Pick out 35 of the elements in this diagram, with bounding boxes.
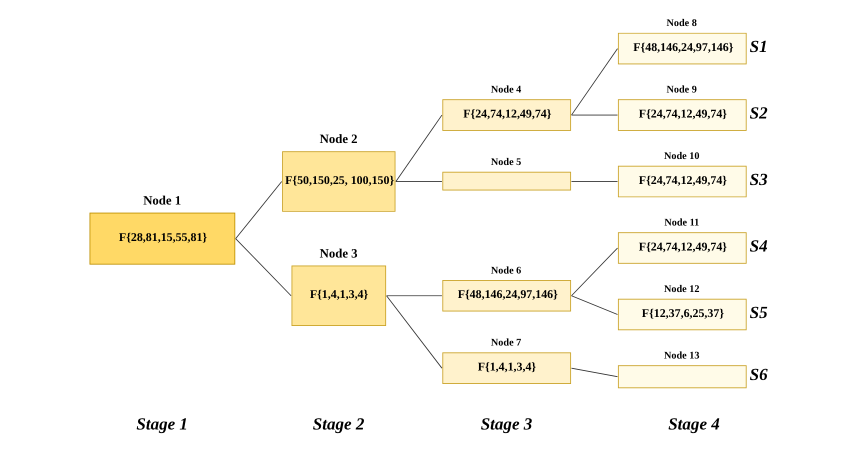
label: Stage 2	[312, 414, 364, 434]
connector	[570, 114, 618, 116]
connector	[570, 368, 618, 378]
node-label: Node 12	[663, 284, 699, 295]
connector	[570, 295, 618, 315]
node-label: Node 9	[666, 84, 696, 96]
node-label: S4	[749, 236, 768, 256]
label: Stage 4	[668, 414, 720, 434]
node-label: S5	[749, 302, 768, 322]
connector	[570, 181, 618, 182]
connector	[234, 181, 282, 240]
node-label: Node 6	[490, 265, 521, 276]
connector	[234, 238, 291, 296]
node-label: Node 1	[142, 194, 181, 208]
node-label: Node 8	[666, 18, 696, 30]
label: Stage 3	[480, 414, 532, 434]
node-label: S3	[749, 170, 768, 189]
connector	[386, 295, 442, 369]
connector	[570, 48, 618, 116]
node-label: S1	[749, 36, 768, 56]
connector	[394, 114, 442, 182]
node-label: Node 11	[664, 218, 699, 229]
node-label: Node 5	[490, 157, 521, 168]
node-label: S2	[749, 103, 768, 122]
node-label: Node 7	[490, 338, 521, 349]
node-label: Node 3	[319, 246, 358, 260]
node-label: Node 2	[319, 132, 358, 146]
connector	[394, 181, 442, 182]
node-label: S6	[749, 365, 768, 384]
node-label: Node 4	[490, 84, 521, 96]
node-label: Node 13	[663, 350, 699, 362]
connector	[386, 295, 442, 296]
connector	[570, 248, 618, 296]
node-label: Node 10	[663, 151, 699, 162]
label: Stage 1	[136, 414, 188, 434]
